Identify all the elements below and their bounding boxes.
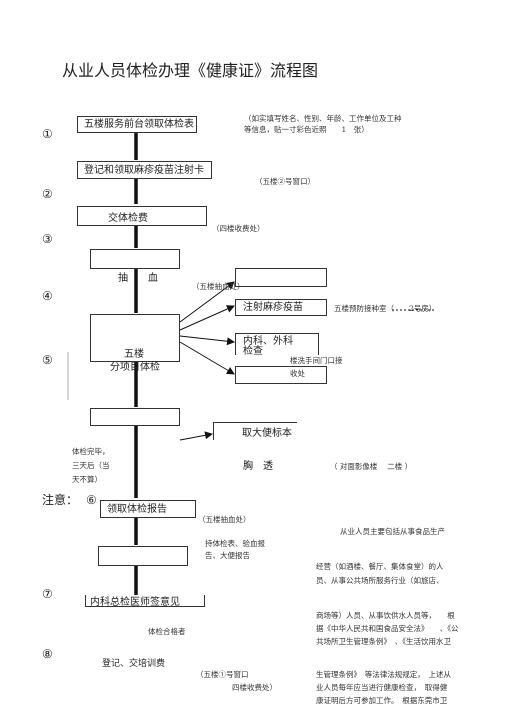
side-text-line-2: 经营（如酒楼、餐厅、集体食堂）的人 — [316, 562, 444, 571]
branch-6-stool — [179, 431, 213, 441]
box-exam-items-label-a: 五楼 — [124, 349, 144, 360]
box-exam-complete — [90, 408, 180, 426]
note-done-c: 天不算） — [72, 475, 102, 484]
branch-to-vaccine — [179, 281, 235, 323]
note-bring-b: 告、大便报告 — [205, 551, 250, 560]
note-stool-b: 收处 — [290, 369, 305, 378]
side-text-line-8: 业人员每年应当进行健康检查， 取得健 — [316, 683, 448, 692]
note-window-2: （五楼②号窗口） — [255, 177, 315, 186]
box-register-label: 登记和领取麻疹疫苗注射卡 — [84, 165, 204, 176]
note-done-a: 体检完毕， — [72, 447, 110, 456]
side-text-line-5: 据《中华人民共和国食品安全法》 、《公 — [316, 624, 459, 633]
step-7-marker: ⑦ — [42, 587, 53, 601]
step-1-marker: ① — [42, 127, 53, 141]
box-get-form: 五楼服务前台领取体检表 — [77, 116, 197, 133]
box-pay-fee-label: 交体检费 — [108, 213, 148, 224]
notice-label: 注意： — [42, 493, 79, 507]
box-get-report-label: 领取体检报告 — [107, 504, 167, 515]
box-register-vaccine-card: 登记和领取麻疹疫苗注射卡 — [77, 161, 212, 179]
box-internal-surgery: 内科、外科 检查 — [235, 333, 319, 357]
note-register-location-a: （五楼①号窗口 — [196, 670, 249, 679]
box-blank-7 — [98, 546, 188, 566]
note-blood-location: （五楼抽血处） — [192, 282, 245, 291]
box-vaccine-label: 注射麻疹疫苗 — [243, 302, 303, 313]
box-branch-blank — [235, 268, 327, 287]
note-chest-location: （ 对面影像楼 二楼 ） — [330, 462, 413, 471]
side-text-line-7: 生管理条例》 等法律法规规定， 上述从 — [316, 670, 451, 679]
side-text-line-6: 共场所卫生管理条例》 、《生活饮用水卫 — [316, 637, 451, 646]
side-text-line-4: 商场等）人员、从事饮供水人员等， 根 — [316, 611, 455, 620]
note-report-location: （五楼抽血处） — [198, 515, 251, 524]
note-register-location-b: 四楼收费处） — [232, 683, 277, 692]
note-vaccine-location: 五楼预防接种室（ 2号房） — [334, 304, 437, 313]
note-stool-a: 楼洗手间门口接 — [290, 356, 343, 365]
branch-to-stool — [179, 341, 235, 375]
box-exam-items-label-b: 分项目体检 — [110, 362, 160, 373]
step-3-marker: ③ — [42, 232, 53, 246]
step-8-marker: ⑧ — [42, 647, 53, 661]
page-title: 从业人员体检办理《健康证》流程图 — [62, 61, 319, 80]
box-internal-label-a: 内科、外科 — [243, 336, 293, 347]
box-internal-label-b: 检查 — [243, 346, 263, 357]
note-form-a: （如实填写姓名、性别、年龄、工作单位及工种 — [244, 114, 402, 123]
box-doctor-label: 内科总检医师签意见 — [90, 597, 180, 608]
box-stool-drop — [235, 366, 327, 384]
step-5-marker: ⑤ — [42, 353, 53, 367]
step-6-marker: ⑥ — [86, 493, 97, 507]
branch-to-vaccine-2 — [179, 305, 235, 331]
box-vaccine: 注射麻疹疫苗 — [235, 299, 327, 316]
box-get-form-label: 五楼服务前台领取体检表 — [84, 119, 194, 130]
note-register-training: 登记、交培训费 — [102, 659, 166, 669]
step-4-marker: ④ — [42, 289, 53, 303]
side-text-line-3: 员、从事公共场所服务行业（如旅店、 — [316, 576, 444, 585]
side-text-line-9: 康证明后方可参加工作。 根据东莞市卫 — [316, 696, 448, 705]
box-chest-label: 胸 透 — [243, 461, 273, 472]
note-qualified: 体检合格者 — [148, 627, 186, 636]
note-form-b: 等信息，贴一寸彩色近照 1 张） — [244, 125, 369, 134]
step-2-marker: ② — [42, 187, 53, 201]
box-pay-fee: 交体检费 — [77, 206, 207, 226]
note-done-b: 三天后（当 — [72, 461, 110, 470]
box-blood-label: 抽 血 — [118, 273, 158, 284]
box-doctor — [85, 595, 205, 607]
box-get-report: 领取体检报告 — [100, 500, 196, 518]
box-blood — [90, 249, 180, 269]
note-bring-a: 持体检表、验血报 — [205, 539, 265, 548]
side-text-line-1: 从业人员主要包括从事食品生产 — [340, 527, 445, 536]
box-exam-items — [90, 314, 180, 362]
branch-to-internal — [179, 335, 235, 346]
note-fee-location: （四楼收费处） — [212, 224, 265, 233]
box-stool: 取大便标本 — [213, 422, 297, 440]
box-stool-label: 取大便标本 — [242, 428, 292, 439]
